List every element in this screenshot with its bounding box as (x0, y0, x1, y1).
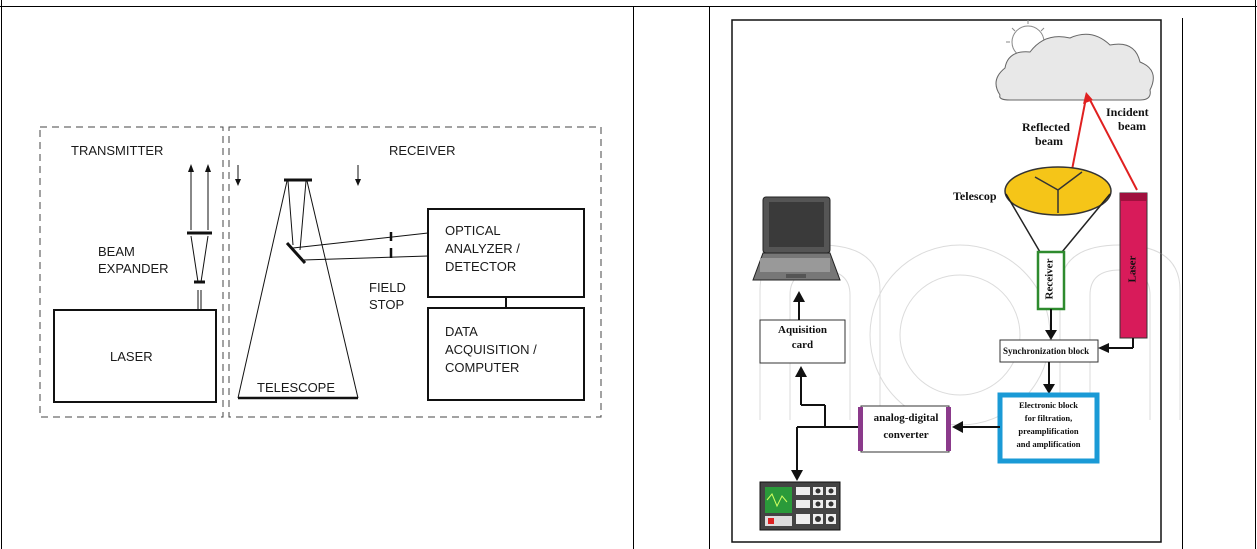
reflected-label-1: Reflected (1022, 120, 1070, 134)
receiver-label-right: Receiver (1043, 258, 1056, 300)
electronic-block-text: Electronic block for filtration, preampl… (1003, 399, 1094, 451)
oscilloscope-icon (759, 481, 841, 531)
reflected-label-2: beam (1035, 134, 1063, 148)
optical-analyzer-label-2: ANALYZER / (445, 241, 520, 256)
laser-label-right: Laser (1126, 255, 1139, 283)
lidar-schematic (39, 126, 602, 418)
transmitter-label: TRANSMITTER (71, 143, 164, 158)
acquisition-card-text: Aquisition card (760, 323, 845, 353)
laptop-icon (752, 196, 841, 281)
acquisition-card-label-2: card (791, 339, 814, 351)
adc-text: analog-digital converter (863, 410, 949, 444)
acquisition-card-label-1: Aquisition (778, 324, 827, 336)
right-figure-frame (731, 19, 1162, 543)
electronic-label-2: for filtration, (1024, 413, 1073, 423)
field-stop-label-1: FIELD (369, 280, 406, 295)
incident-label-1: Incident (1106, 105, 1149, 119)
telescope-label: TELESCOPE (257, 380, 336, 395)
beam-expander-label-1: BEAM (98, 244, 135, 259)
laser-box (53, 309, 217, 403)
optical-analyzer-box (427, 208, 585, 298)
field-stop-label-2: STOP (369, 297, 405, 312)
adc-label-2: converter (883, 429, 929, 441)
acquisition-card (759, 319, 846, 364)
laser-label: LASER (110, 349, 153, 364)
receiver-frame (228, 126, 602, 418)
data-acquisition-label-2: ACQUISITION / (445, 342, 537, 357)
telescope-label-right: Telescop (953, 189, 997, 203)
incident-label-2: beam (1118, 119, 1146, 133)
laser-box-right (1119, 192, 1148, 339)
electronic-label-4: and amplification (1016, 439, 1081, 449)
data-acquisition-label-1: DATA (445, 324, 478, 339)
receiver-label: RECEIVER (389, 143, 456, 158)
sync-block-label: Synchronization block (1003, 346, 1090, 356)
data-acquisition-label-3: COMPUTER (445, 360, 520, 375)
electronic-label-3: preamplification (1018, 426, 1079, 436)
transmitter-frame (39, 126, 224, 418)
electronic-block (997, 392, 1100, 464)
cloud-icon (995, 20, 1154, 101)
adc-block (860, 405, 950, 453)
adc-label-1: analog-digital (873, 412, 939, 424)
electronic-label-1: Electronic block (1018, 400, 1079, 410)
optical-analyzer-label-1: OPTICAL (445, 223, 501, 238)
beam-expander-label-2: EXPANDER (98, 261, 169, 276)
optical-analyzer-label-3: DETECTOR (445, 259, 517, 274)
data-acquisition-box (427, 307, 585, 401)
